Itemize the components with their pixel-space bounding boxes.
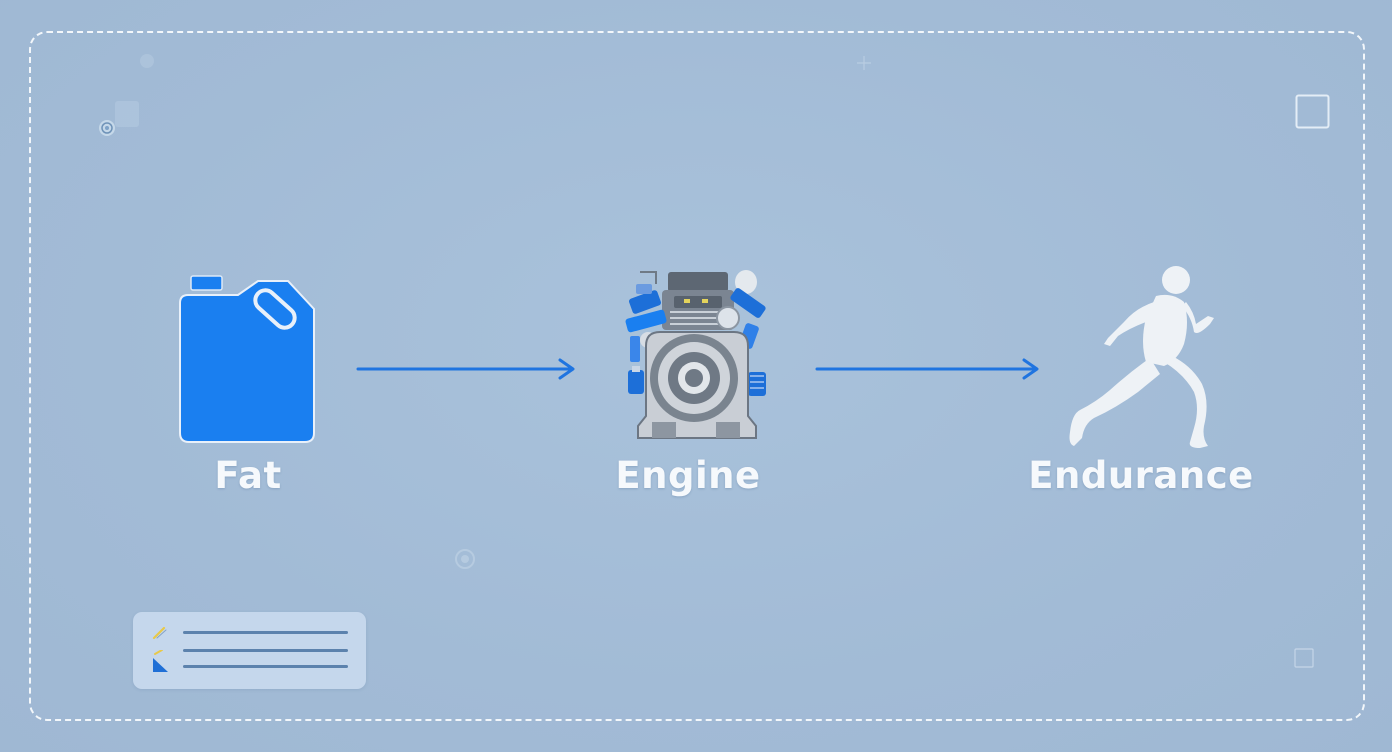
sparkle-decoration bbox=[857, 56, 871, 70]
fuel-canister-icon bbox=[179, 275, 315, 443]
triangle-icon bbox=[153, 650, 168, 672]
arrow-fat-to-engine bbox=[356, 358, 575, 380]
corner-decoration-top-left bbox=[99, 101, 139, 136]
node-label-endurance: Endurance bbox=[1028, 454, 1254, 497]
node-label-fat: Fat bbox=[214, 454, 282, 497]
faint-circle-decoration bbox=[455, 549, 475, 569]
legend-card bbox=[133, 612, 366, 689]
runner-icon bbox=[1069, 266, 1214, 448]
node-endurance bbox=[1060, 262, 1220, 452]
node-label-engine: Engine bbox=[615, 454, 761, 497]
dashed-frame bbox=[29, 31, 1365, 721]
node-fat bbox=[176, 275, 318, 445]
legend-line bbox=[183, 649, 348, 652]
faint-dot-decoration bbox=[140, 54, 154, 68]
corner-square-bottom-right bbox=[1294, 648, 1314, 668]
arrow-engine-to-endurance bbox=[815, 358, 1039, 380]
legend-line bbox=[183, 631, 348, 634]
legend-line bbox=[183, 665, 348, 668]
pencil-icon bbox=[152, 626, 167, 640]
corner-square-top-right bbox=[1295, 94, 1330, 129]
engine-icon bbox=[625, 270, 766, 439]
node-engine bbox=[622, 266, 772, 446]
